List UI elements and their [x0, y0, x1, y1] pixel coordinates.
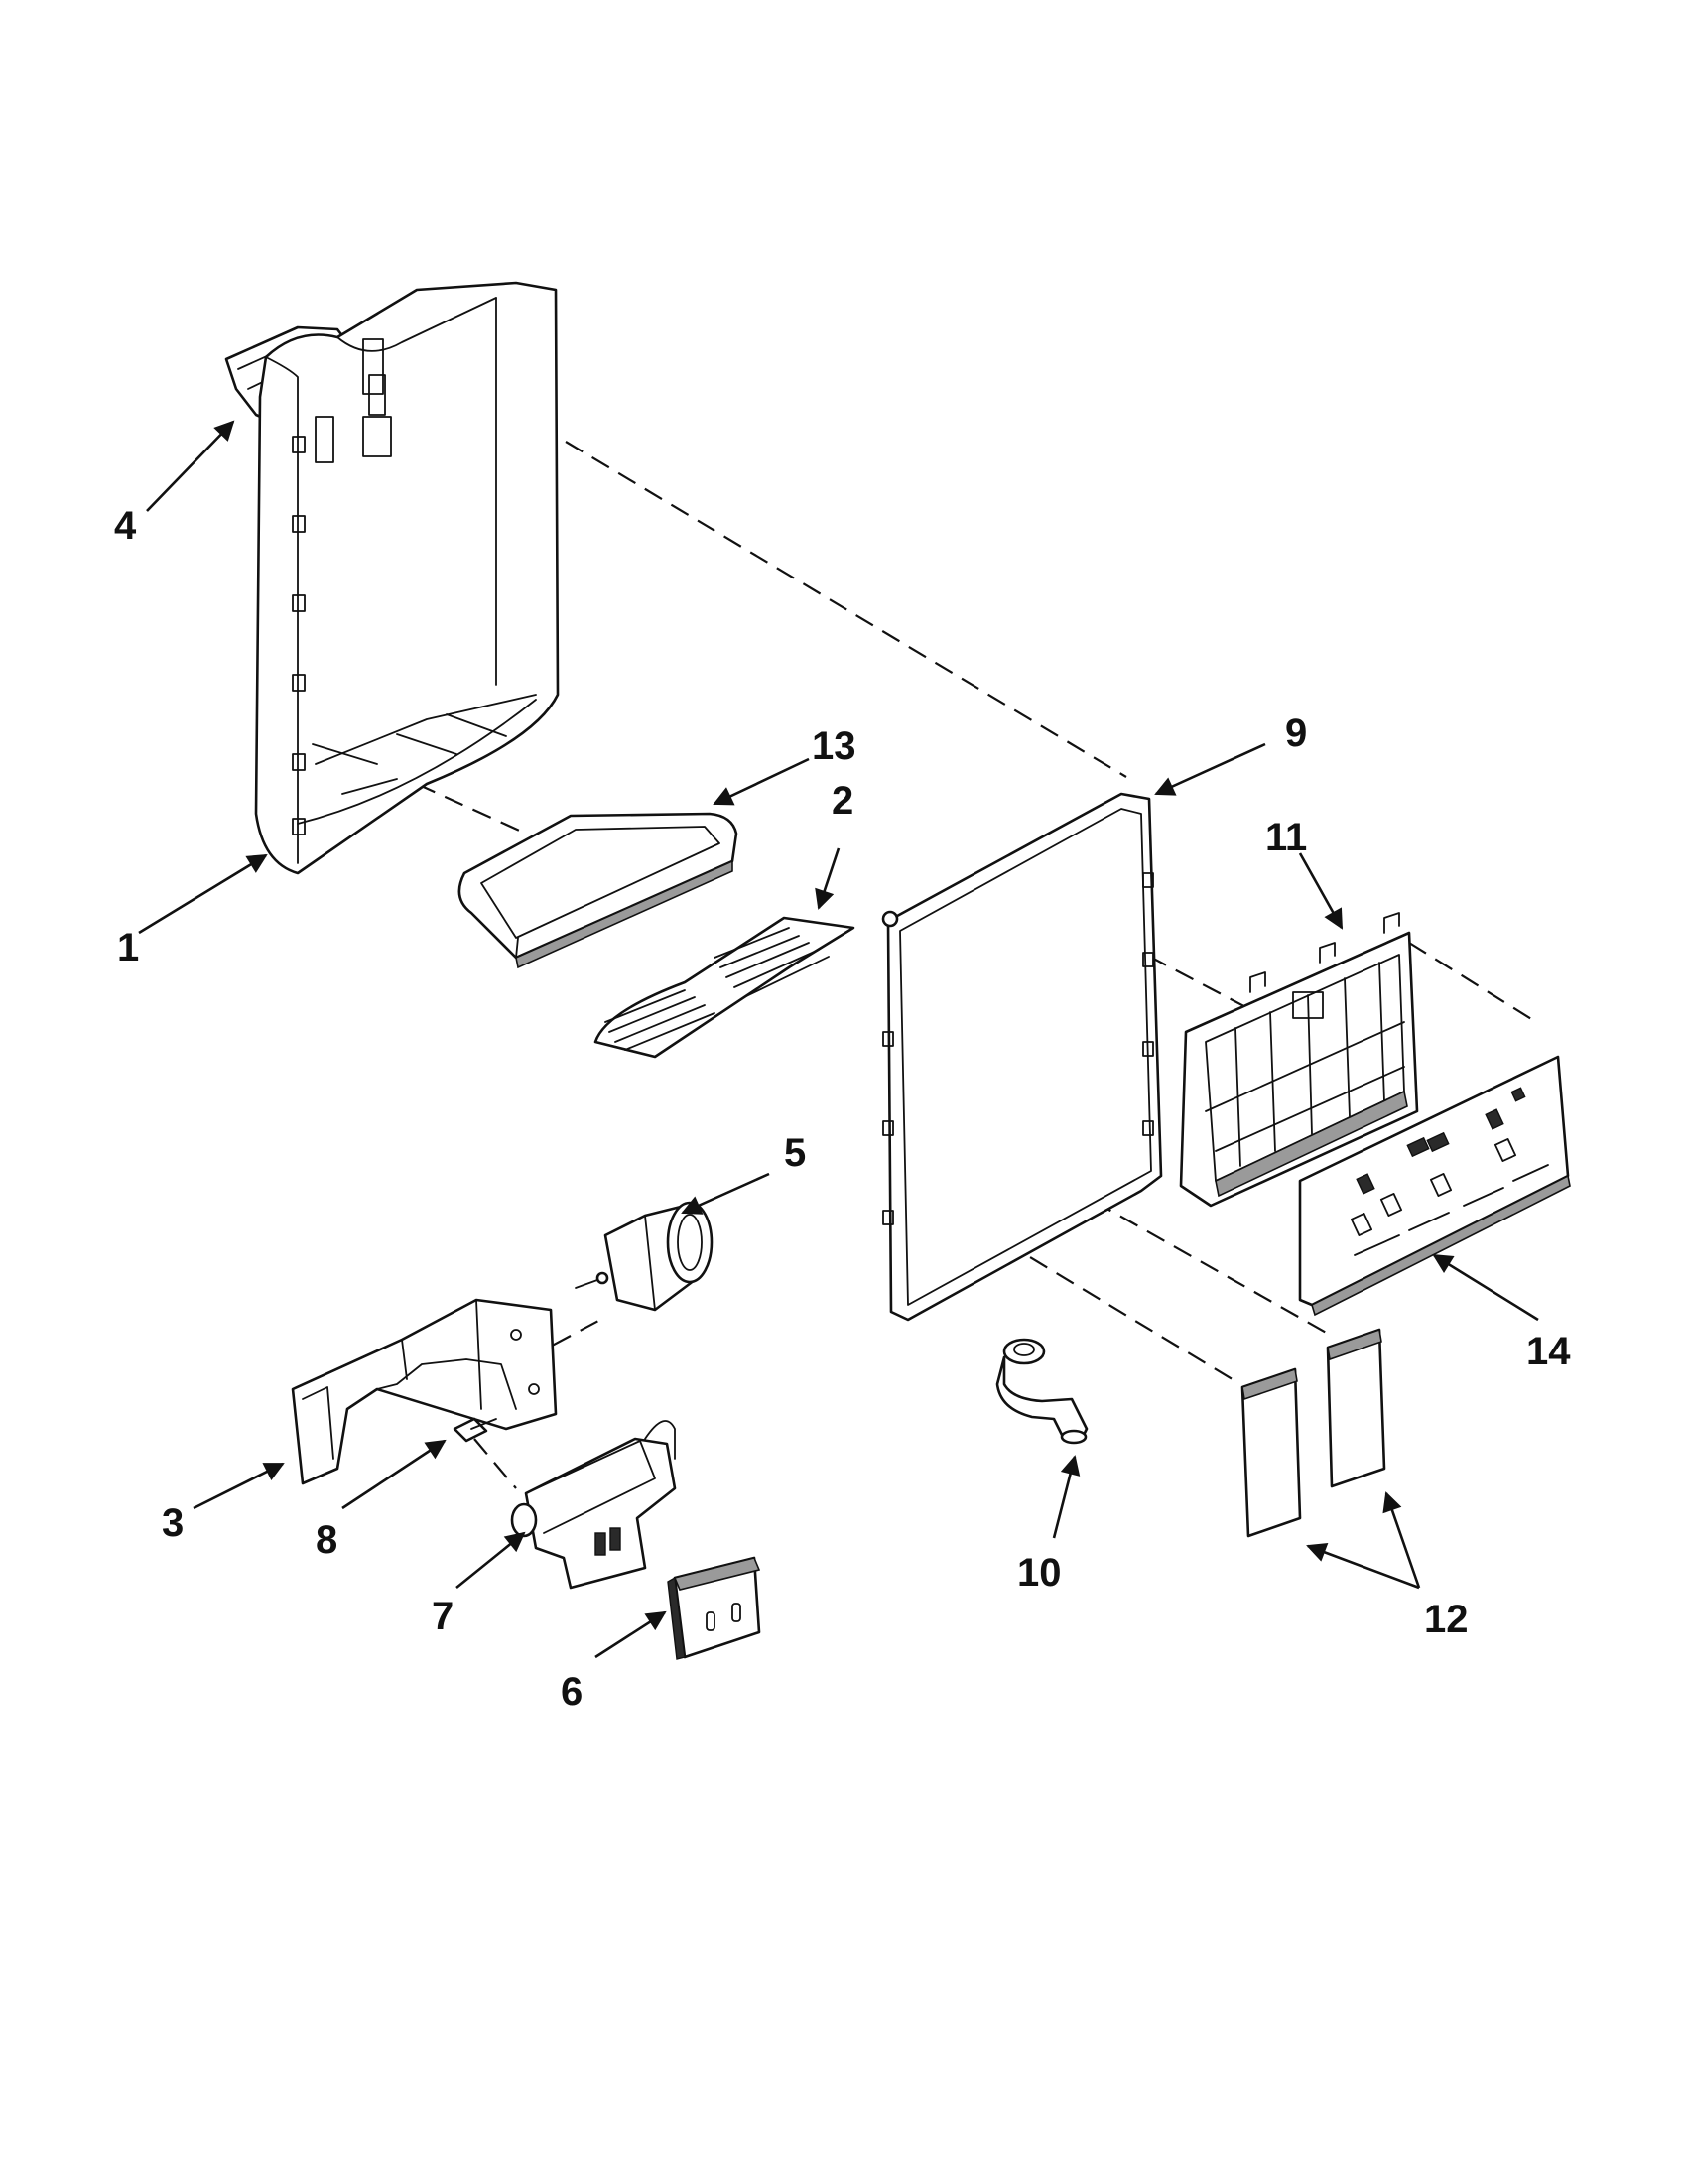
part-6-button-pad [667, 1556, 761, 1660]
callout-6: 6 [561, 1670, 583, 1714]
callout-2: 2 [832, 779, 853, 823]
callout-7: 7 [432, 1595, 454, 1638]
part-8-screw [453, 1417, 497, 1443]
callout-4: 4 [114, 504, 137, 548]
part-11-control-housing [1179, 912, 1419, 1208]
callout-arrows [138, 420, 1539, 1659]
part-2-drip-grille [593, 916, 855, 1059]
callout-14: 14 [1526, 1330, 1571, 1373]
part-5-motor [575, 1201, 714, 1312]
part-1-bucket-housing [254, 281, 560, 875]
part-9-dispenser-gasket [881, 792, 1163, 1322]
callout-3: 3 [162, 1501, 184, 1545]
callout-5: 5 [784, 1131, 806, 1175]
callout-labels: 1 2 3 4 5 6 7 8 9 10 11 12 13 14 [114, 504, 1571, 1714]
part-13-tray-frame [457, 812, 738, 969]
callout-13: 13 [812, 724, 856, 768]
part-12-lens-pads [1240, 1328, 1386, 1538]
part-10-elbow-fitting [995, 1338, 1089, 1445]
part-7-actuator [510, 1420, 677, 1590]
callout-12: 12 [1424, 1598, 1469, 1641]
callout-10: 10 [1017, 1551, 1062, 1595]
callout-9: 9 [1285, 711, 1307, 755]
callout-1: 1 [117, 926, 139, 969]
part-14-control-panel [1298, 1055, 1571, 1317]
callout-11: 11 [1265, 816, 1307, 859]
part-3-mounting-bracket [291, 1298, 558, 1485]
callout-8: 8 [316, 1518, 337, 1562]
